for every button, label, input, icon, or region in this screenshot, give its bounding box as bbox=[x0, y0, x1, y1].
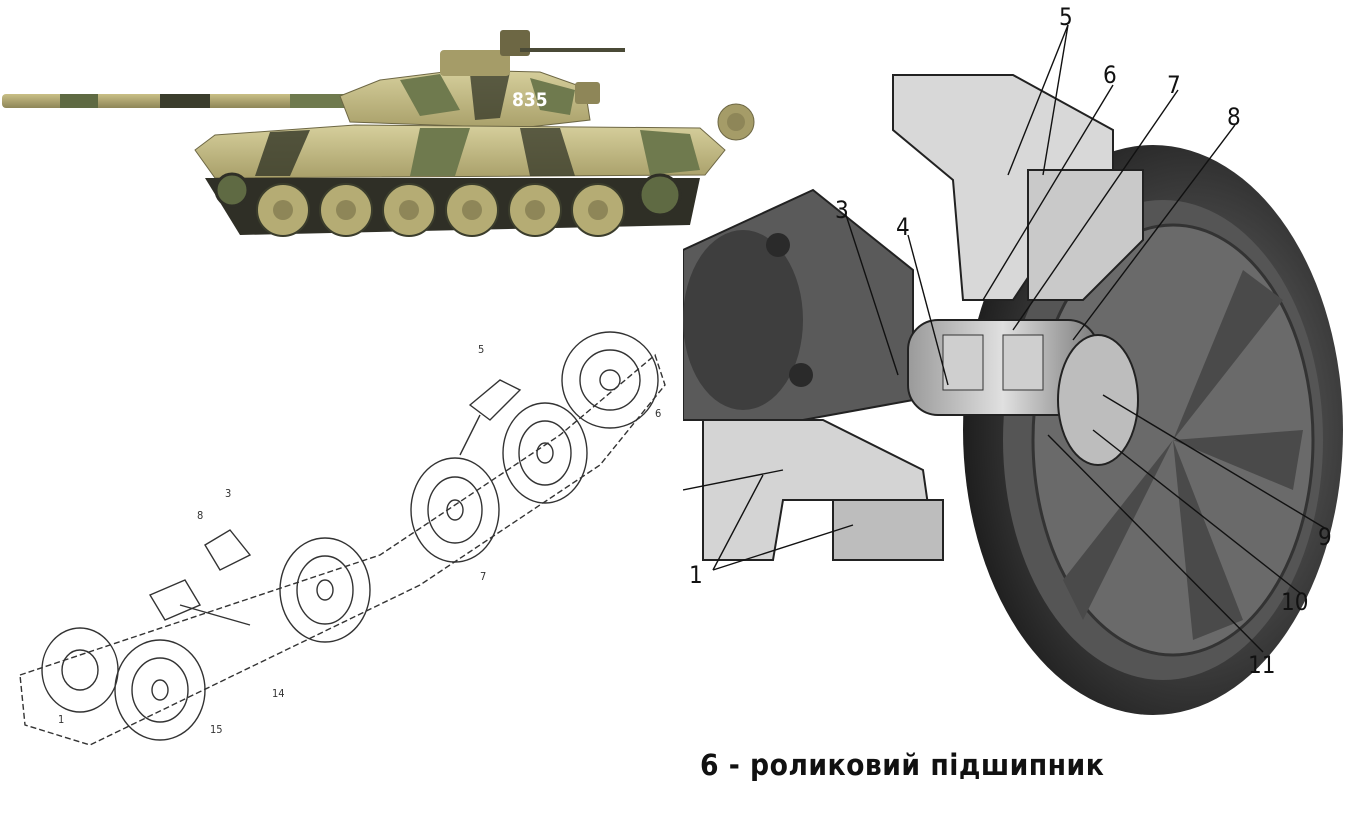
road-wheel-2 bbox=[410, 457, 500, 563]
idler-wheel bbox=[41, 627, 119, 713]
callout-7: 7 bbox=[1167, 71, 1181, 99]
track-label-5: 5 bbox=[478, 343, 484, 356]
track-label-1: 1 bbox=[58, 713, 64, 726]
hull-number: 835 bbox=[512, 89, 548, 111]
hub-bearing bbox=[907, 319, 1139, 466]
suspension-track-diagram: 5 6 7 3 8 1 15 14 bbox=[0, 305, 690, 755]
track-label-14: 14 bbox=[272, 687, 285, 700]
callout-3: 3 bbox=[835, 196, 849, 224]
tank-barrel bbox=[2, 94, 352, 108]
suspension-arms bbox=[148, 379, 522, 626]
callout-leaders bbox=[683, 24, 1329, 653]
track-label-7: 7 bbox=[480, 570, 486, 583]
callout-11: 11 bbox=[1248, 651, 1275, 679]
callout-5: 5 bbox=[1059, 3, 1073, 31]
figure-caption: 6 - роликовий підшипник bbox=[700, 748, 1105, 782]
suspension-arm bbox=[683, 188, 914, 421]
road-wheel-1 bbox=[502, 402, 588, 504]
track-label-8: 8 bbox=[197, 509, 203, 522]
drive-sprocket bbox=[561, 331, 659, 429]
tank-turret: 835 bbox=[339, 30, 625, 129]
road-wheel-cutaway: 5 6 7 8 3 4 9 10 11 1 bbox=[683, 0, 1360, 720]
rim-section-lower bbox=[702, 419, 944, 561]
track-label-15: 15 bbox=[210, 723, 223, 736]
wheel-disc-spokes bbox=[1063, 270, 1303, 640]
rim-section-upper bbox=[892, 74, 1144, 301]
callout-1: 1 bbox=[689, 561, 703, 589]
road-wheel-4 bbox=[114, 639, 206, 741]
track-belt bbox=[19, 353, 666, 746]
tank-running-gear bbox=[205, 172, 700, 237]
callout-9: 9 bbox=[1318, 523, 1332, 551]
road-wheel-3 bbox=[279, 537, 371, 643]
callout-10: 10 bbox=[1281, 588, 1308, 616]
track-label-3: 3 bbox=[225, 487, 231, 500]
callout-6: 6 bbox=[1103, 61, 1117, 89]
track-label-6: 6 bbox=[655, 407, 661, 420]
callout-4: 4 bbox=[896, 213, 910, 241]
tank-side-view: 835 bbox=[0, 10, 770, 245]
callout-8: 8 bbox=[1227, 103, 1241, 131]
tank-hull bbox=[194, 103, 755, 179]
